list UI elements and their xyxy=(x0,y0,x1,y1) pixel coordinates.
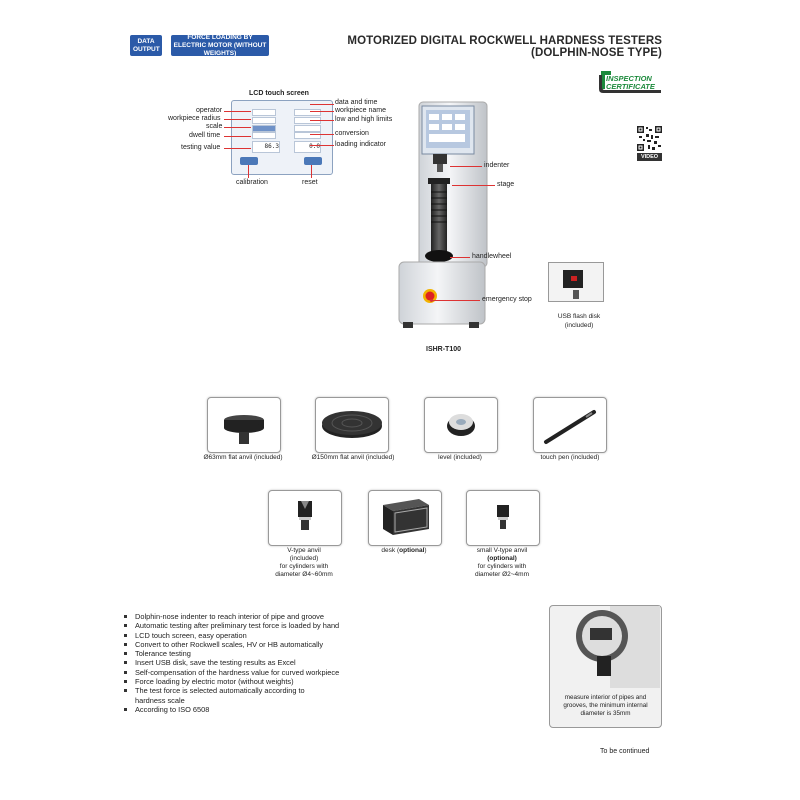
accessory-desk-caption: desk (optional) xyxy=(381,547,427,554)
feature-item: LCD touch screen, easy operation xyxy=(124,631,339,640)
v-anvil-icon xyxy=(298,501,312,530)
pipe-measure-inset: measure interior of pipes and grooves, t… xyxy=(549,605,662,728)
feature-item: According to ISO 6508 xyxy=(124,705,339,714)
callout-emergency-stop: emergency stop xyxy=(482,296,532,303)
accessory-v-anvil xyxy=(268,490,342,546)
accessory-touch-pen xyxy=(533,397,607,453)
data-output-badge: DATA OUTPUT xyxy=(130,35,162,56)
callout-testing-value: testing value xyxy=(181,144,221,151)
accessory-level xyxy=(424,397,498,453)
lcd-title: LCD touch screen xyxy=(249,90,309,97)
callout-operator: operator xyxy=(196,107,223,114)
feature-item: Tolerance testing xyxy=(124,649,339,658)
callout-conversion: conversion xyxy=(335,130,369,137)
dolphin-nose-indenter-image xyxy=(576,606,660,688)
callout-workpiece-name: workpiece name xyxy=(335,107,386,114)
lcd-screen: 86.3 0.0 xyxy=(231,100,333,175)
callout-reset: reset xyxy=(302,179,318,186)
model-name: ISHR-T100 xyxy=(426,346,462,353)
flat-anvil-icon xyxy=(224,415,264,444)
accessory-63mm-caption: Ø63mm flat anvil (included) xyxy=(203,454,283,461)
usb-inset xyxy=(548,262,604,302)
callout-workpiece-radius: workpiece radius xyxy=(168,115,221,122)
accessory-desk xyxy=(368,490,442,546)
feature-item: Convert to other Rockwell scales, HV or … xyxy=(124,640,339,649)
feature-item: Force loading by electric motor (without… xyxy=(124,677,339,686)
hardness-tester-image xyxy=(398,101,488,328)
accessory-150mm-anvil xyxy=(315,397,389,453)
accessory-v-anvil-caption: V-type anvil (included) for cylinders wi… xyxy=(275,547,333,578)
usb-port-icon xyxy=(563,270,583,299)
features-list: Dolphin-nose indenter to reach interior … xyxy=(124,612,339,714)
continued-note: To be continued xyxy=(600,748,650,755)
feature-item: Dolphin-nose indenter to reach interior … xyxy=(124,612,339,621)
feature-item: Automatic testing after preliminary test… xyxy=(124,621,339,630)
accessory-small-v-anvil-caption: small V-type anvil (optional) for cylind… xyxy=(474,547,529,578)
desk-case-icon xyxy=(383,499,429,535)
lcd-value-left: 86.3 xyxy=(252,141,280,153)
callout-scale: scale xyxy=(206,123,223,130)
inspection-certificate-logo: INSPECTION CERTIFICATE xyxy=(595,69,665,95)
level-icon xyxy=(447,414,475,436)
inspection-text-2: CERTIFICATE xyxy=(606,82,655,91)
large-anvil-icon xyxy=(322,411,382,438)
callout-calibration: calibration xyxy=(236,179,268,186)
callout-loading-indicator: loading indicator xyxy=(335,141,386,148)
callout-data-and-time: data and time xyxy=(335,99,378,106)
feature-item: The test force is selected automatically… xyxy=(124,686,339,695)
qr-code-icon xyxy=(636,125,663,152)
page-subtitle: (DOLPHIN-NOSE TYPE) xyxy=(531,47,662,59)
callout-handlewheel: handlewheel xyxy=(472,253,512,260)
callout-stage: stage xyxy=(497,181,515,188)
inspection-certificate-icon xyxy=(599,71,661,93)
data-output-text: DATA OUTPUT xyxy=(133,37,160,53)
touch-pen-icon xyxy=(544,410,596,444)
force-loading-badge: FORCE LOADING BY ELECTRIC MOTOR (WITHOUT… xyxy=(171,33,269,57)
accessory-level-caption: level (included) xyxy=(438,454,482,461)
feature-item: Insert USB disk, save the testing result… xyxy=(124,658,339,667)
calibration-button[interactable] xyxy=(240,157,258,165)
force-loading-text: FORCE LOADING BY ELECTRIC MOTOR (WITHOUT… xyxy=(173,33,267,57)
lcd-value-right: 0.0 xyxy=(294,141,321,153)
accessory-150mm-caption: Ø150mm flat anvil (included) xyxy=(311,454,395,461)
feature-item-continued: hardness scale xyxy=(135,695,185,705)
usb-label: USB flash disk (included) xyxy=(557,313,601,329)
feature-item: Self-compensation of the hardness value … xyxy=(124,668,339,677)
callout-dwell-time: dwell time xyxy=(189,132,221,139)
accessory-63mm-anvil xyxy=(207,397,281,453)
video-label: VIDEO xyxy=(637,153,662,161)
callout-low-high-limits: low and high limits xyxy=(335,116,393,123)
accessory-touch-pen-caption: touch pen (included) xyxy=(540,454,600,461)
page-title: MOTORIZED DIGITAL ROCKWELL HARDNESS TEST… xyxy=(347,35,662,47)
accessory-small-v-anvil xyxy=(466,490,540,546)
qr-code[interactable] xyxy=(636,125,663,152)
reset-button[interactable] xyxy=(304,157,322,165)
pipe-note: measure interior of pipes and grooves, t… xyxy=(563,694,648,717)
inspection-text-1: INSPECTION xyxy=(606,74,652,83)
callout-indenter: indenter xyxy=(484,162,510,169)
small-v-anvil-icon xyxy=(497,505,509,529)
